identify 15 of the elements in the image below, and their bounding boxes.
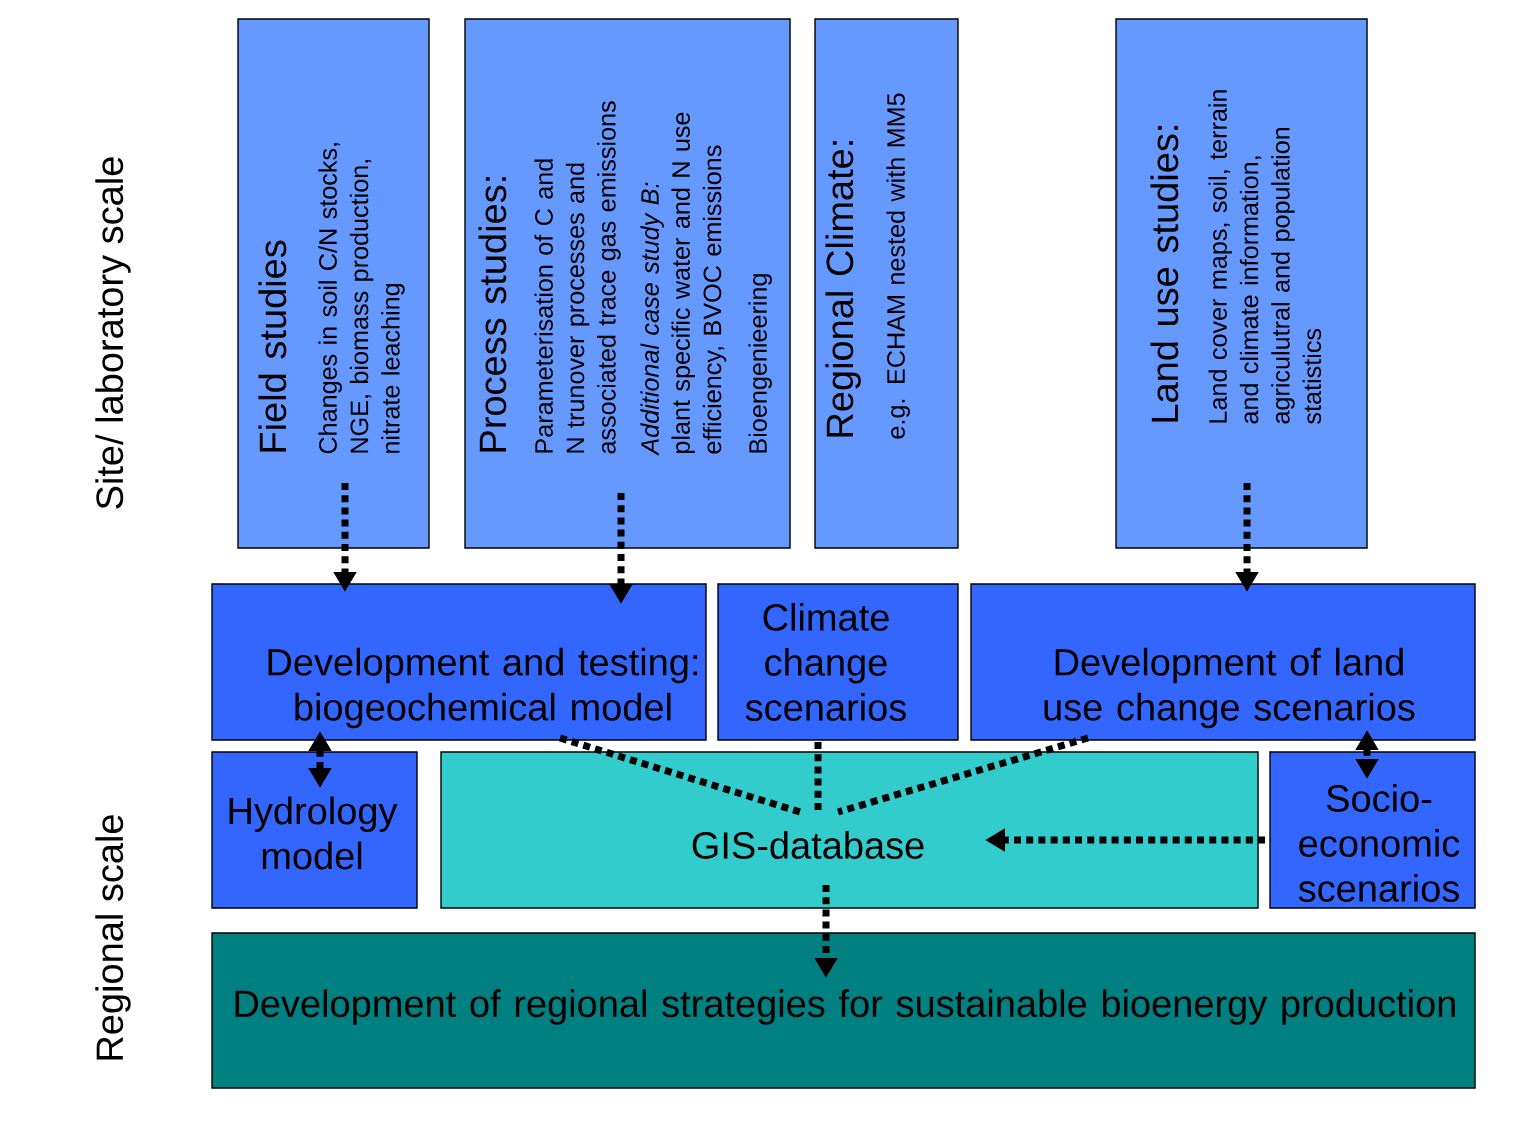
study-box: Land use studies: Land cover maps, soil, terrain and climate information, agriculutral and population statistics bbox=[1115, 18, 1368, 549]
study-box: Field studies Changes in soil C/N stocks, NGE, biomass production, nitrate leaching bbox=[237, 18, 430, 549]
process-box: Development and testing: biogeochemical model bbox=[211, 583, 707, 741]
process-box: Climate change scenarios bbox=[717, 583, 959, 741]
study-box: Process studies: Parameterisation of C and N trunover processes and associated trace gas emissions Additional case study B: plant specific water and N use efficiency, BVOC emissions Bioengenieering bbox=[464, 18, 791, 549]
process-box: Socio- economic scenarios bbox=[1269, 751, 1476, 909]
process-box: Hydrology model bbox=[211, 751, 418, 909]
dotted-line bbox=[559, 734, 802, 816]
process-box: Development of land use change scenarios bbox=[970, 583, 1476, 741]
result-box: Development of regional strategies for sustainable bioenergy production bbox=[211, 932, 1476, 1089]
database-box: GIS-database bbox=[440, 751, 1259, 909]
dotted-line bbox=[837, 734, 1089, 816]
scale-label: Regional scale bbox=[95, 815, 131, 1060]
study-box: Regional Climate: e.g. ECHAM nested with MM5 bbox=[814, 18, 959, 549]
scale-label: Site/ laboratory scale bbox=[95, 157, 131, 509]
